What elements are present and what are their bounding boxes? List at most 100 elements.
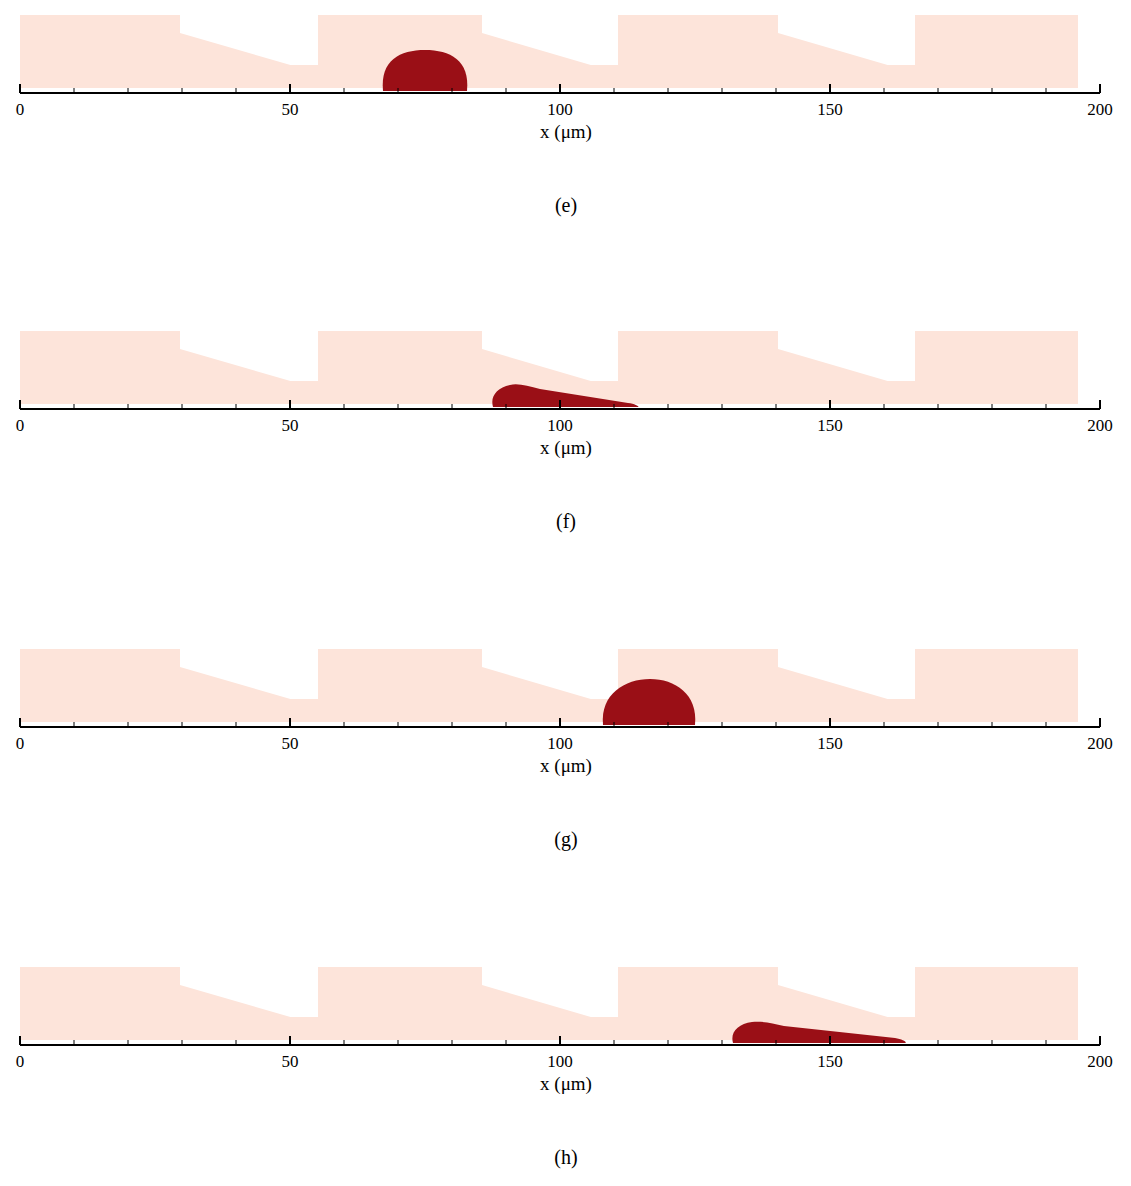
axis-tick	[344, 404, 345, 409]
wettability-block	[915, 967, 1078, 1040]
droplet	[492, 384, 638, 407]
axis-tick	[1099, 84, 1101, 93]
droplet	[603, 679, 696, 725]
axis-tick	[128, 88, 129, 93]
axis-tick	[668, 88, 669, 93]
axis-tick	[614, 722, 615, 727]
axis-tick	[398, 722, 399, 727]
axis-tick	[74, 722, 75, 727]
axis-tick	[128, 404, 129, 409]
axis-tick	[614, 1040, 615, 1045]
axis-tick	[776, 1040, 777, 1045]
tick-label: 150	[817, 417, 843, 434]
axis-tick	[452, 1040, 453, 1045]
wettability-block	[20, 331, 180, 404]
axis-tick	[829, 1036, 831, 1045]
panel-letter: (f)	[556, 511, 576, 531]
panel-letter: (e)	[555, 195, 577, 215]
tick-label: 200	[1087, 735, 1113, 752]
droplet	[383, 50, 468, 91]
axis-tick	[506, 1040, 507, 1045]
axis-tick	[884, 88, 885, 93]
tick-label: 0	[16, 417, 25, 434]
axis-tick	[992, 88, 993, 93]
wettability-block	[915, 15, 1078, 88]
axis-title: x (μm)	[540, 756, 592, 775]
axis-tick	[128, 1040, 129, 1045]
axis-tick	[289, 400, 291, 409]
axis-tick	[398, 1040, 399, 1045]
tick-label: 200	[1087, 101, 1113, 118]
axis-tick	[559, 718, 561, 727]
axis-tick	[722, 722, 723, 727]
axis-tick	[776, 722, 777, 727]
axis-title: x (μm)	[540, 122, 592, 141]
axis-tick	[344, 1040, 345, 1045]
axis-tick	[398, 404, 399, 409]
axis-tick	[506, 88, 507, 93]
axis-tick	[1046, 88, 1047, 93]
wettability-block	[618, 331, 778, 404]
tick-label: 200	[1087, 1053, 1113, 1070]
wettability-block	[20, 967, 180, 1040]
wettability-wedge	[482, 33, 618, 88]
tick-label: 100	[547, 735, 573, 752]
axis-tick	[938, 722, 939, 727]
tick-label: 150	[817, 101, 843, 118]
axis-tick	[19, 1036, 21, 1045]
tick-label: 150	[817, 1053, 843, 1070]
axis-tick	[506, 722, 507, 727]
axis-tick	[182, 1040, 183, 1045]
axis-tick	[884, 404, 885, 409]
axis-tick	[829, 400, 831, 409]
axis-tick	[182, 404, 183, 409]
tick-label: 200	[1087, 417, 1113, 434]
axis-tick	[559, 1036, 561, 1045]
axis-tick	[289, 718, 291, 727]
tick-label: 50	[282, 101, 299, 118]
wettability-wedge	[482, 667, 618, 722]
axis-tick	[236, 722, 237, 727]
axis-tick	[559, 400, 561, 409]
axis-tick	[722, 1040, 723, 1045]
axis-tick	[614, 404, 615, 409]
axis-tick	[182, 88, 183, 93]
axis-tick	[128, 722, 129, 727]
axis-tick	[668, 1040, 669, 1045]
axis-title: x (μm)	[540, 1074, 592, 1093]
axis-tick	[668, 722, 669, 727]
axis-tick	[614, 88, 615, 93]
axis-tick	[938, 1040, 939, 1045]
axis-tick	[884, 722, 885, 727]
tick-label: 150	[817, 735, 843, 752]
panel-letter: (g)	[554, 829, 577, 849]
wettability-block	[20, 649, 180, 722]
axis-tick	[829, 84, 831, 93]
axis-tick	[19, 84, 21, 93]
wettability-wedge	[180, 349, 318, 404]
wettability-block	[318, 967, 482, 1040]
tick-label: 0	[16, 735, 25, 752]
panel-letter: (h)	[554, 1147, 577, 1167]
wettability-block	[318, 331, 482, 404]
axis-tick	[776, 404, 777, 409]
axis-tick	[1099, 1036, 1101, 1045]
wettability-block	[618, 15, 778, 88]
axis-tick	[884, 1040, 885, 1045]
droplet	[732, 1022, 906, 1043]
tick-label: 100	[547, 1053, 573, 1070]
tick-label: 50	[282, 417, 299, 434]
wettability-wedge	[778, 667, 915, 722]
axis-tick	[398, 88, 399, 93]
axis-tick	[236, 1040, 237, 1045]
axis-tick	[1046, 1040, 1047, 1045]
axis-tick	[829, 718, 831, 727]
axis-tick	[938, 88, 939, 93]
axis-tick	[506, 404, 507, 409]
axis-tick	[1099, 718, 1101, 727]
axis-tick	[74, 88, 75, 93]
axis-tick	[182, 722, 183, 727]
tick-label: 0	[16, 1053, 25, 1070]
wettability-wedge	[778, 349, 915, 404]
